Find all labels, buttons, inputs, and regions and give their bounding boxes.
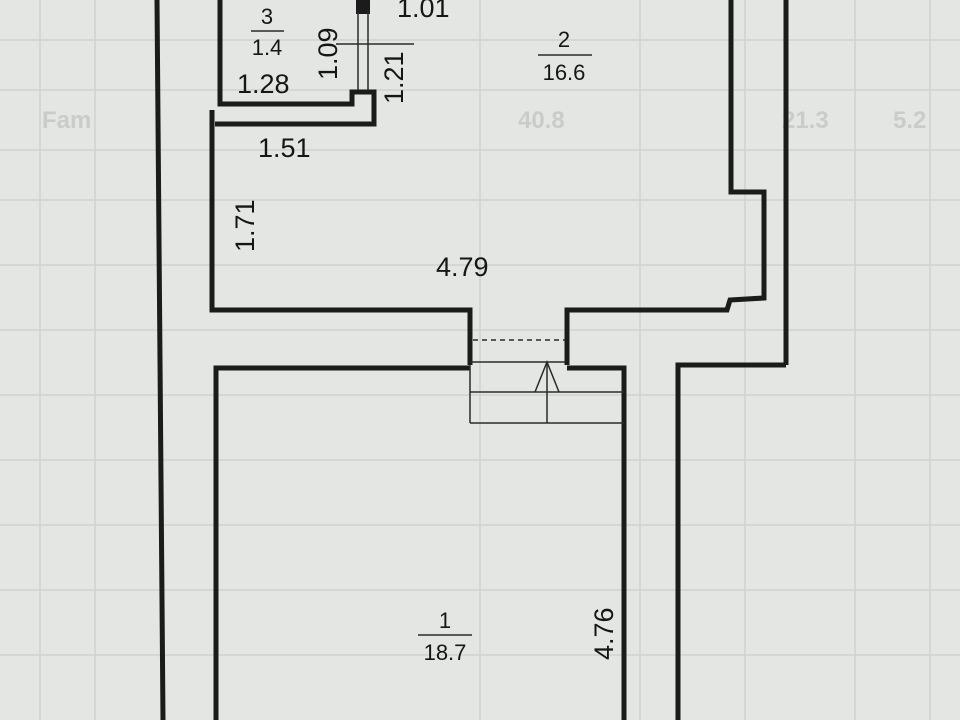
- corridor-wall: [675, 362, 786, 720]
- dimension-label: 4.76: [589, 607, 619, 660]
- dimension-label: 1.28: [237, 69, 290, 99]
- background-value: 5.2: [893, 107, 926, 134]
- dimension-label: 1.21: [379, 51, 409, 104]
- room-3-area: 1.4: [252, 35, 283, 60]
- dimension-label: 1.71: [230, 199, 260, 252]
- background-value: 40.8: [518, 107, 565, 134]
- outer-wall-left: [154, 0, 166, 720]
- background-row-label: Fam: [42, 107, 91, 134]
- dimension-label: 1.51: [258, 133, 311, 163]
- dimension-label: 1.09: [313, 27, 343, 80]
- dimension-label: 1.01: [397, 0, 450, 23]
- dimension-label: 4.79: [436, 252, 489, 282]
- background-value: 21.3: [782, 107, 829, 134]
- room-2-number: 2: [558, 27, 570, 52]
- room-1-number: 1: [439, 608, 451, 633]
- room-3-wall-stub: [356, 0, 370, 14]
- room-2-wall: [564, 0, 767, 365]
- room-1-area: 18.7: [424, 640, 467, 665]
- room-3-number: 3: [261, 4, 273, 29]
- room-2-area: 16.6: [543, 60, 586, 85]
- stair-arrow-icon: [534, 359, 560, 393]
- room-1-wall: [567, 365, 627, 720]
- room-3-wall: [215, 0, 377, 127]
- room-2-wall: [209, 110, 473, 365]
- room-1-wall: [213, 365, 470, 720]
